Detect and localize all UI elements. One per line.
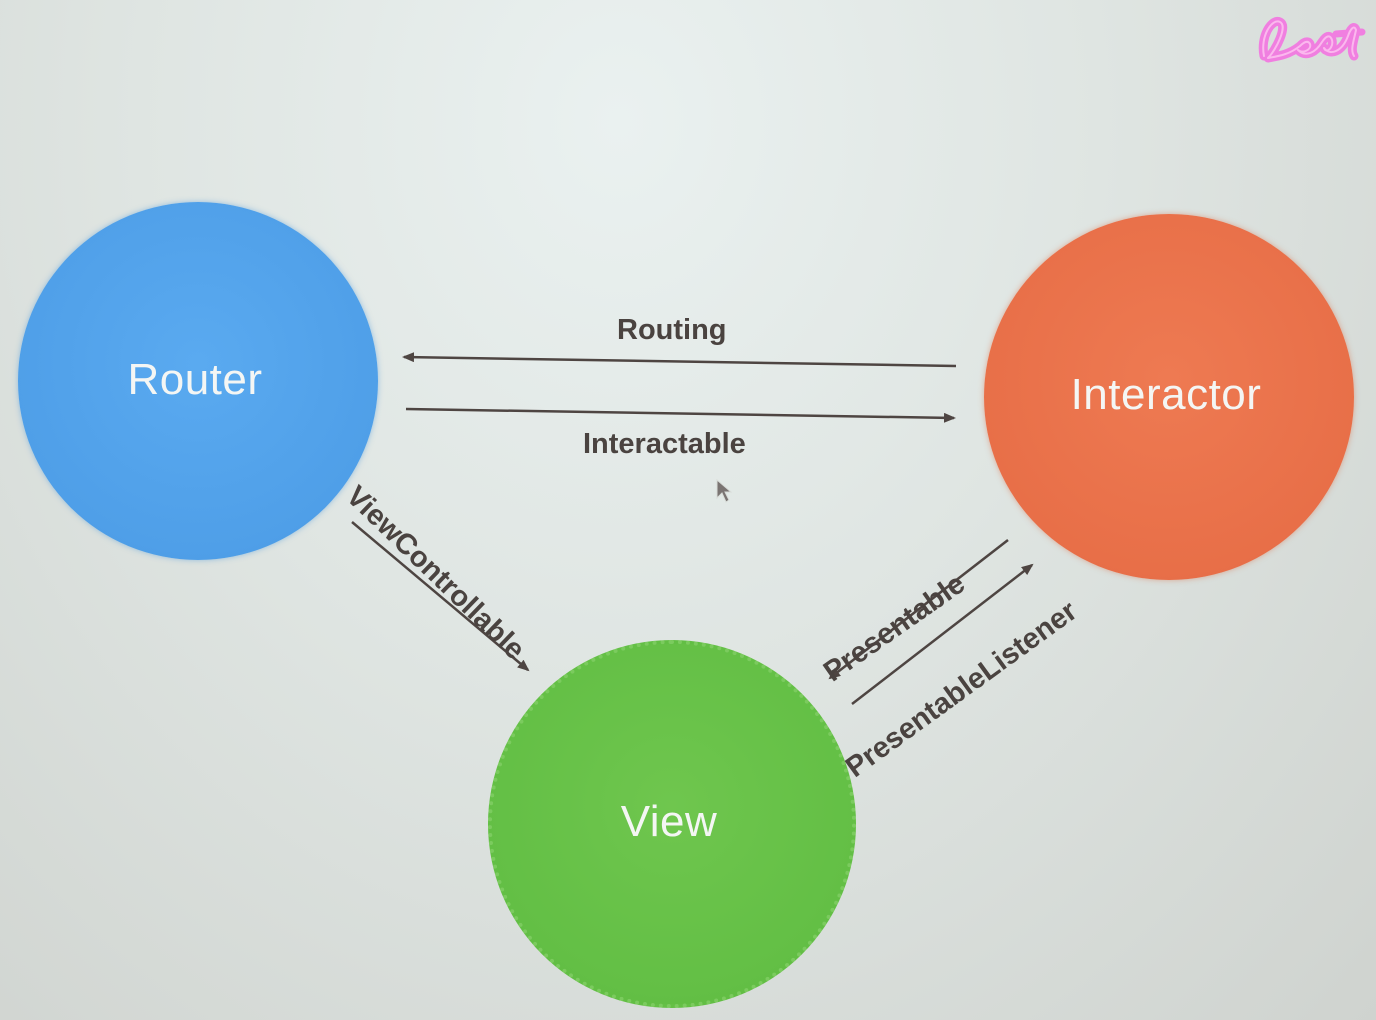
routing-arrow [402, 352, 957, 368]
router-node: Router [18, 202, 378, 560]
interactor-label: Interactor [1070, 370, 1262, 419]
view-node: View [488, 640, 856, 1008]
routing-edge-label: Routing [617, 314, 727, 346]
interactable-arrow [405, 407, 956, 423]
presentable-arrow [828, 539, 1009, 680]
view-label: View [620, 797, 718, 846]
presentable-listener-arrow [851, 563, 1034, 705]
view-controllable-arrow [351, 521, 530, 672]
interactor-node: Interactor [984, 214, 1354, 580]
interactable-edge-label: Interactable [583, 428, 746, 460]
router-label: Router [127, 355, 263, 404]
brand-logo-icon [1258, 17, 1366, 63]
mouse-cursor-icon [716, 478, 733, 503]
